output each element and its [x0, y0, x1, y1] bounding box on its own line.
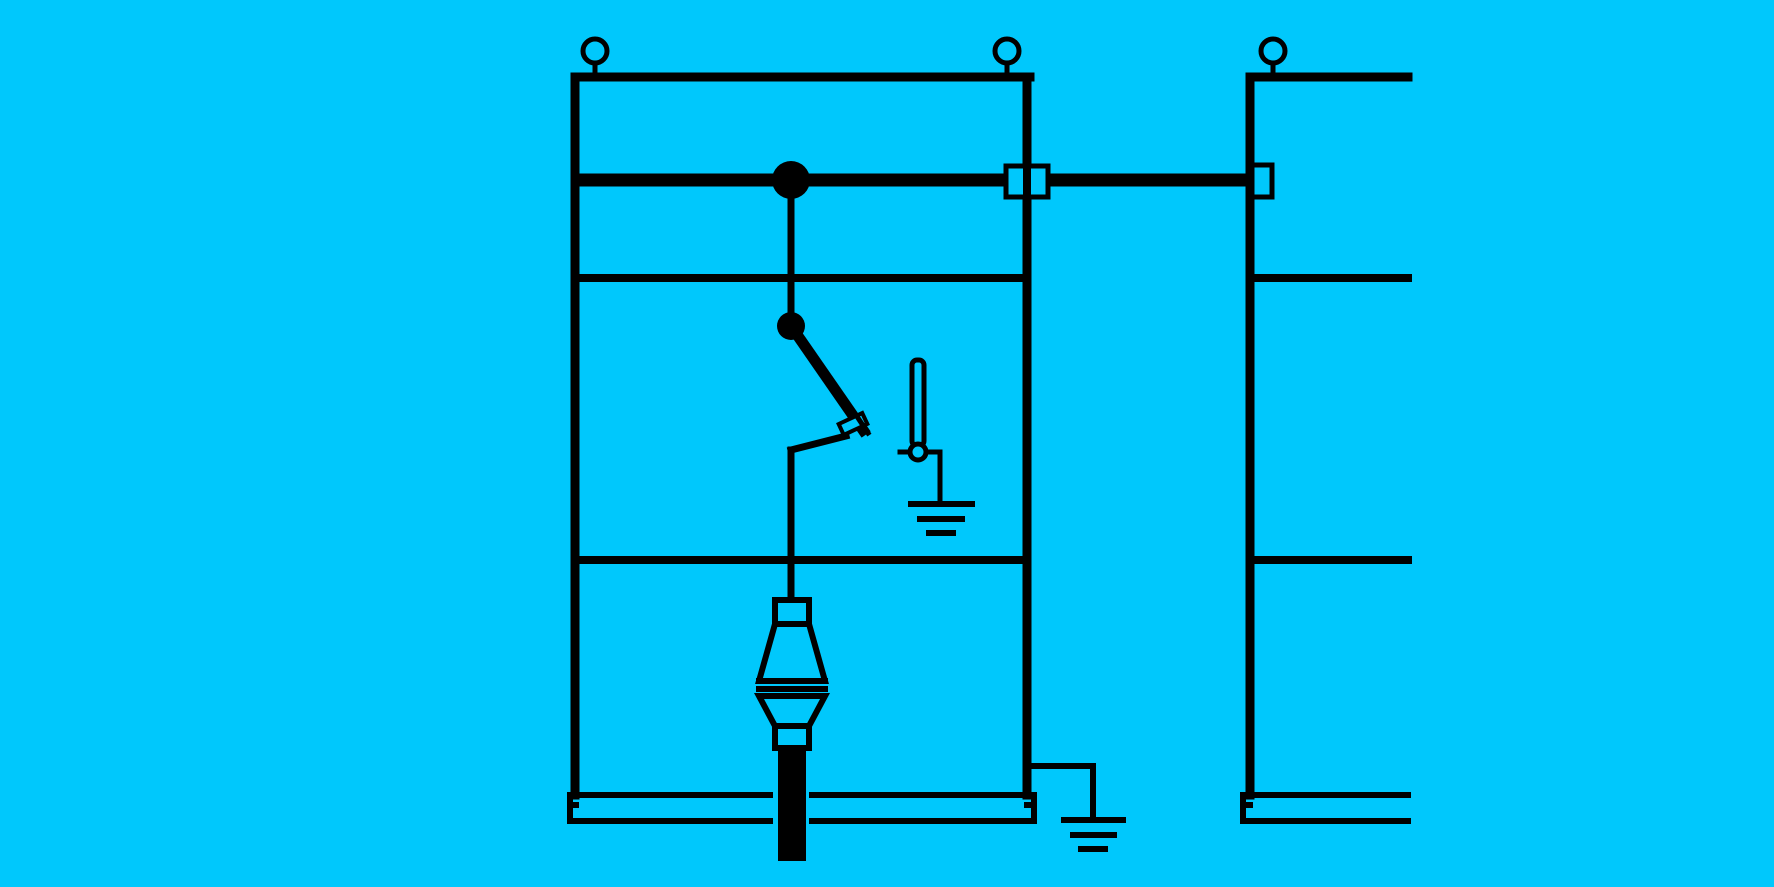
base-channel [567, 792, 1037, 824]
adjacent-bus-bushing [1249, 162, 1275, 200]
ground-symbol-frame [1061, 817, 1126, 852]
disconnect-switch [783, 318, 872, 455]
adjacent-cabinet [1240, 36, 1413, 824]
ground-symbol-earthing-switch [908, 501, 975, 536]
frame-earth-connection [1028, 763, 1096, 823]
cable [778, 748, 806, 861]
cable-termination [754, 597, 830, 751]
main-cabinet [567, 36, 1254, 861]
earthing-switch [897, 357, 943, 507]
adjacent-base-channel [1240, 792, 1411, 824]
